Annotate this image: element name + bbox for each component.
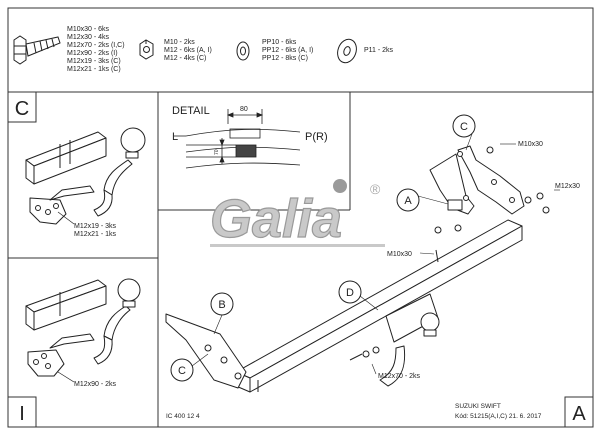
bolt-line: M12x30 - 4ks xyxy=(67,34,110,41)
leader-line xyxy=(57,371,75,383)
detail-left-label: L xyxy=(172,131,178,143)
bolt-m12x30-callout: M12x30 xyxy=(555,183,580,190)
variant-a-letter: A xyxy=(572,403,586,425)
washer-list: PP10 - 6ks PP12 - 6ks (A, I) PP12 - 8ks … xyxy=(262,39,315,62)
bolt-line: M12x70 - 2ks (I,C) xyxy=(67,42,125,49)
detail-width-dimension: 80 xyxy=(240,106,248,113)
drawing-frame xyxy=(7,7,594,428)
label-leaders xyxy=(191,133,560,375)
galia-logo: Galia ® xyxy=(209,179,385,250)
code-line: Kód: 51215(A,I,C) 21. 6. 2017 xyxy=(455,413,542,420)
label-c-text: C xyxy=(460,121,468,133)
bolt-line: M12x90 - 2ks (I) xyxy=(67,50,118,57)
variant-i-letter: I xyxy=(19,403,25,425)
label-a-text: A xyxy=(404,195,412,207)
leader-line xyxy=(57,211,75,225)
washer-icon xyxy=(236,41,250,61)
logo-dot xyxy=(333,179,347,193)
bolt-list: M10x30 - 6ks M12x30 - 4ks M12x70 - 2ks (… xyxy=(67,26,127,73)
nut-line: M12 - 6ks (A, I) xyxy=(164,47,212,54)
bolt-m12x70-callout: M12x70 - 2ks xyxy=(378,373,421,380)
label-bubble-c xyxy=(452,114,476,138)
nut-line: M10 - 2ks xyxy=(164,39,195,46)
label-c-text: C xyxy=(178,365,186,377)
detail-right-label: P(R) xyxy=(305,131,328,143)
logo-underline xyxy=(210,244,385,247)
bolt-line: M12x21 - 1ks (C) xyxy=(67,66,121,73)
main-tow-bar-assembly xyxy=(165,145,550,393)
bolt-line: M10x30 - 6ks xyxy=(67,26,110,33)
plate-icon xyxy=(337,38,357,64)
label-bubble-a xyxy=(396,188,420,212)
hardware-list: M10x30 - 6ks M12x30 - 4ks M12x70 - 2ks (… xyxy=(13,26,394,73)
logo-text: Galia xyxy=(210,189,342,249)
detail-title: DETAIL xyxy=(172,105,210,117)
plate-line: P11 - 2ks xyxy=(364,47,394,54)
logo-registered-mark: ® xyxy=(370,181,381,197)
nut-icon xyxy=(139,39,154,60)
nut-line: M12 - 4ks (C) xyxy=(164,55,206,62)
bolt-line: M12x21 - 1ks xyxy=(74,231,117,238)
detail-height-dimension: 70 xyxy=(214,149,220,155)
detail-section xyxy=(174,109,301,169)
washer-line: PP12 - 6ks (A, I) xyxy=(262,47,313,54)
label-bubble-d xyxy=(338,280,362,304)
bolt-line: M12x19 - 3ks (C) xyxy=(67,58,121,65)
label-b-text: B xyxy=(218,299,225,311)
bolt-m10x30-callout: M10x30 xyxy=(387,251,412,258)
washer-line: PP10 - 6ks xyxy=(262,39,297,46)
variant-c-letter: C xyxy=(15,98,29,120)
variant-i-bolts: M12x90 - 2ks xyxy=(74,381,117,388)
drawing-code: IC 400 12 4 xyxy=(166,413,200,420)
washer-line: PP12 - 8ks (C) xyxy=(262,55,308,62)
bolt-icon xyxy=(13,35,61,65)
bolt-m10x30-callout: M10x30 xyxy=(518,141,543,148)
bolt-line: M12x19 - 3ks xyxy=(74,223,117,230)
nut-list: M10 - 2ks M12 - 6ks (A, I) M12 - 4ks (C) xyxy=(164,39,214,62)
variant-i-ball-assembly xyxy=(25,278,141,377)
car-model: SUZUKI SWIFT xyxy=(455,403,501,410)
label-d-text: D xyxy=(346,287,354,299)
label-bubble-c xyxy=(170,358,194,382)
variant-c-bolts: M12x19 - 3ks M12x21 - 1ks xyxy=(74,223,118,238)
variant-c-ball-assembly xyxy=(25,127,146,225)
part-labels xyxy=(170,114,476,382)
